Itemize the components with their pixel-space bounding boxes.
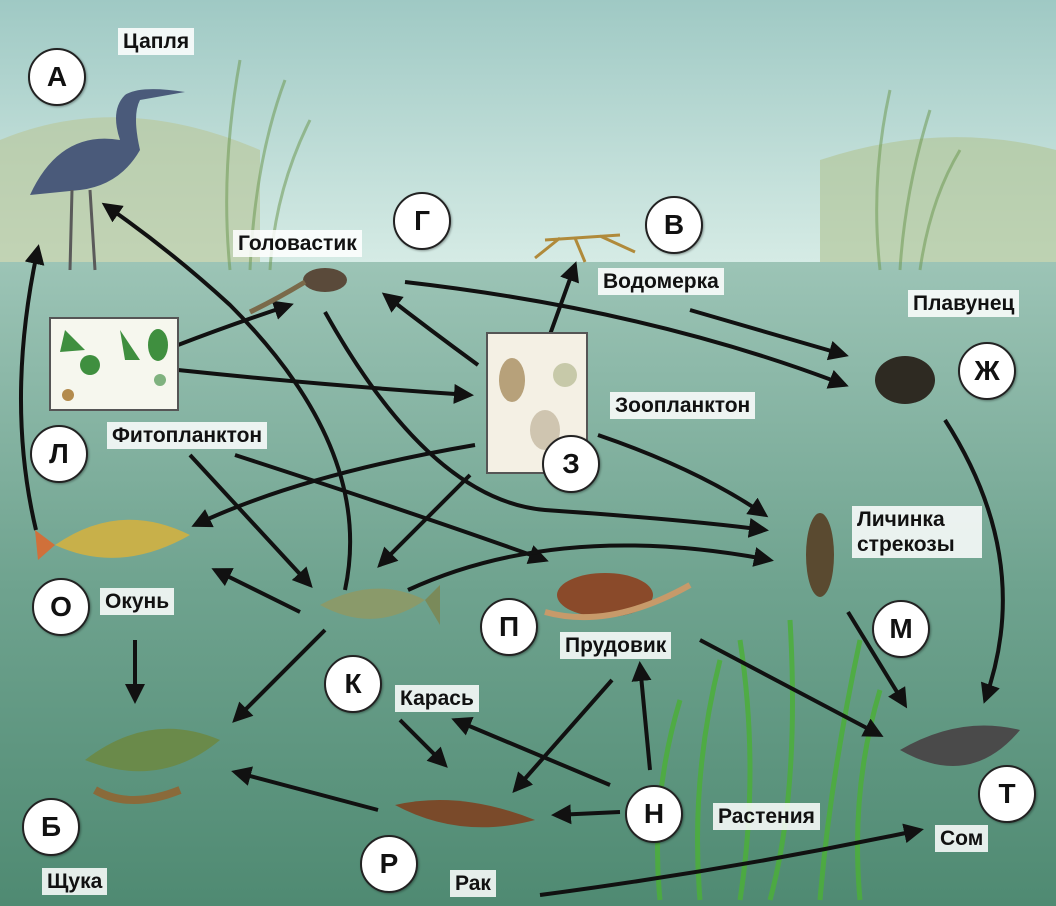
node-letter-beetle: Ж xyxy=(958,342,1016,400)
waterstrider-label: Водомерка xyxy=(598,268,724,295)
carp-label: Карась xyxy=(395,685,479,712)
node-letter-heron: А xyxy=(28,48,86,106)
node-letter-crayfish: Р xyxy=(360,835,418,893)
heron-label: Цапля xyxy=(118,28,194,55)
node-letter-phyto: Л xyxy=(30,425,88,483)
pike-label: Щука xyxy=(42,868,107,895)
node-letter-tadpole: Г xyxy=(393,192,451,250)
dragonfly-label: Личинка стрекозы xyxy=(852,506,982,558)
node-letter-waterstrider: В xyxy=(645,196,703,254)
node-letter-snail: П xyxy=(480,598,538,656)
node-letter-dragonfly: М xyxy=(872,600,930,658)
plants-label: Растения xyxy=(713,803,820,830)
node-letter-pike: Б xyxy=(22,798,80,856)
beetle-label: Плавунец xyxy=(908,290,1019,317)
node-letter-zooplankton: З xyxy=(542,435,600,493)
node-letter-plants: Н xyxy=(625,785,683,843)
tadpole-label: Головастик xyxy=(233,230,362,257)
node-letter-perch: О xyxy=(32,578,90,636)
zooplankton-label: Зоопланктон xyxy=(610,392,755,419)
perch-label: Окунь xyxy=(100,588,174,615)
crayfish-label: Рак xyxy=(450,870,496,897)
phyto-label: Фитопланктон xyxy=(107,422,267,449)
catfish-label: Сом xyxy=(935,825,988,852)
node-letter-catfish: Т xyxy=(978,765,1036,823)
node-letter-carp: К xyxy=(324,655,382,713)
snail-label: Прудовик xyxy=(560,632,671,659)
